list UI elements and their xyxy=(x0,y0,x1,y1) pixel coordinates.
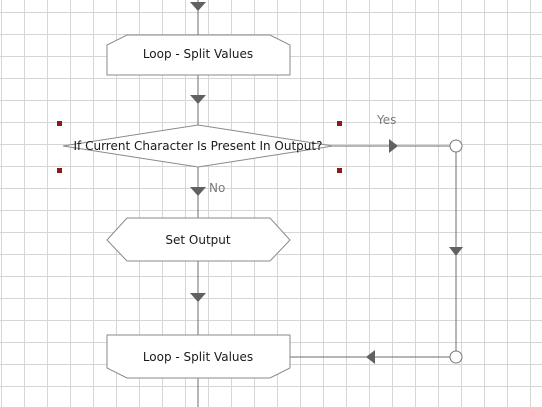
arrow-loop-to-decision xyxy=(190,95,206,104)
connector-port-bottom-right[interactable] xyxy=(449,350,463,364)
selection-handle-top-left[interactable] xyxy=(57,121,62,126)
branch-label-yes: Yes xyxy=(376,113,396,127)
selection-handle-top-right[interactable] xyxy=(337,121,342,126)
decision-node-label: If Current Character Is Present In Outpu… xyxy=(74,139,323,153)
selection-handle-bottom-right[interactable] xyxy=(337,168,342,173)
branch-label-no: No xyxy=(209,181,225,195)
loop-node-bottom[interactable]: Loop - Split Values xyxy=(106,334,291,379)
set-output-node[interactable]: Set Output xyxy=(106,217,291,262)
selection-handle-bottom-left[interactable] xyxy=(57,168,62,173)
set-output-node-label: Set Output xyxy=(165,233,230,247)
loop-node-top[interactable]: Loop - Split Values xyxy=(106,34,291,76)
arrow-yes-down xyxy=(449,247,463,256)
connector-port-top-right[interactable] xyxy=(449,139,463,153)
decision-node[interactable]: If Current Character Is Present In Outpu… xyxy=(62,124,334,168)
arrow-return-to-loop xyxy=(366,350,375,364)
arrow-set-output-to-loop xyxy=(190,293,206,302)
arrow-top-entry xyxy=(190,2,206,11)
loop-node-bottom-label: Loop - Split Values xyxy=(143,350,253,364)
loop-node-top-label: Loop - Split Values xyxy=(143,47,253,61)
arrow-decision-no xyxy=(190,187,206,196)
arrow-yes-branch xyxy=(389,139,398,153)
